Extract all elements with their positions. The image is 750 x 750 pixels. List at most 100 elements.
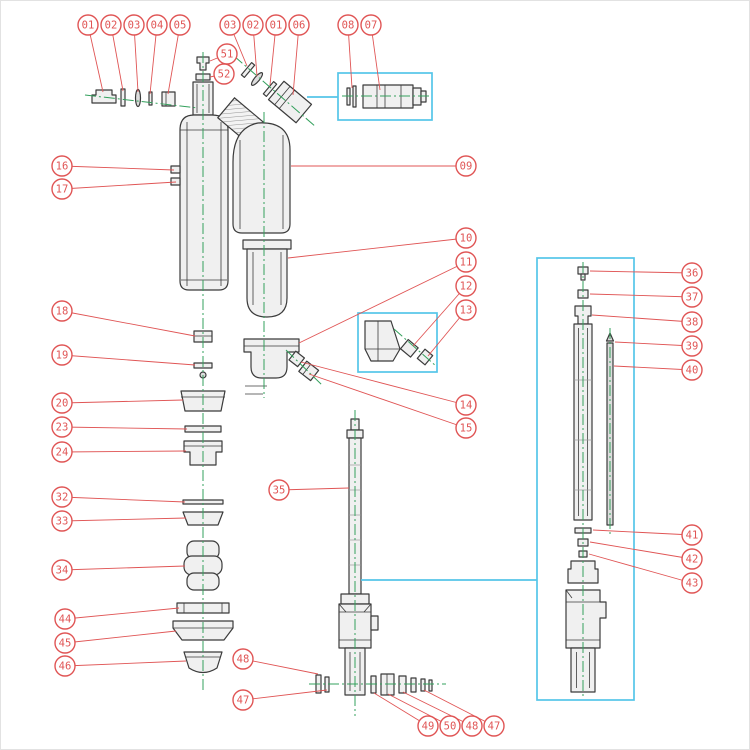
callout-circle-35 (268, 479, 290, 501)
leader-line-19 (61, 354, 196, 366)
callout-circle-48 (461, 715, 483, 737)
callout-label-11: 11 (460, 257, 473, 269)
leader-line-46 (64, 660, 187, 667)
callout-label-03: 03 (224, 20, 237, 32)
bushing-part (161, 91, 176, 107)
callout-label-48: 48 (237, 654, 250, 666)
callout-circle-43 (681, 572, 703, 594)
callout-circle-13 (455, 299, 477, 321)
bladder-cup (242, 239, 292, 318)
leader-line-01 (87, 24, 104, 93)
callout-circle-48 (232, 648, 254, 670)
oring-part (134, 88, 142, 108)
callout-45: 45 (54, 630, 177, 654)
callout-label-08: 08 (342, 20, 355, 32)
callout-20: 20 (51, 392, 184, 414)
callout-circle-05 (169, 14, 191, 36)
callout-label-16: 16 (56, 161, 69, 173)
leader-line-18 (61, 310, 196, 337)
callout-47: 47 (232, 689, 328, 711)
banded-cylinder (267, 80, 313, 124)
leader-line-03 (133, 24, 139, 93)
leader-line-24 (61, 450, 187, 453)
washer-part (262, 80, 278, 98)
oring-part (250, 72, 264, 86)
callout-circle-07 (360, 14, 382, 36)
callout-08: 08 (337, 14, 359, 89)
cap-part (91, 89, 117, 104)
callout-51: 51 (209, 43, 238, 65)
callout-circle-06 (288, 14, 310, 36)
callout-circle-11 (455, 251, 477, 273)
fitting-parts-row (91, 88, 176, 108)
callout-circle-41 (681, 524, 703, 546)
callout-label-17: 17 (56, 184, 69, 196)
callout-label-41: 41 (686, 530, 699, 542)
callout-38: 38 (591, 311, 703, 333)
leader-line-15 (308, 373, 467, 429)
callout-label-36: 36 (686, 268, 699, 280)
callout-42: 42 (589, 541, 703, 570)
callout-34: 34 (51, 559, 186, 581)
callout-32: 32 (51, 486, 186, 508)
leader-line-47 (423, 689, 495, 727)
callout-circle-17 (51, 178, 73, 200)
callout-label-05: 05 (174, 20, 187, 32)
leader-line-48 (242, 658, 319, 675)
callout-circle-03 (123, 14, 145, 36)
washer-47b (410, 677, 417, 693)
callout-circle-02 (242, 14, 264, 36)
bracket-part (364, 320, 401, 362)
callout-circle-16 (51, 155, 73, 177)
callout-label-04: 04 (151, 20, 164, 32)
callout-label-38: 38 (686, 317, 699, 329)
leader-line-06 (292, 24, 300, 96)
leader-line-17 (61, 181, 177, 190)
reservoir-pin-lower (170, 177, 181, 186)
callout-label-39: 39 (686, 341, 699, 353)
callout-01: 01 (77, 14, 104, 93)
leader-line-12 (412, 285, 467, 347)
callout-circle-45 (54, 632, 76, 654)
callout-07: 07 (360, 14, 382, 91)
callout-label-12: 12 (460, 281, 473, 293)
callout-circle-01 (77, 14, 99, 36)
callout-label-15: 15 (460, 423, 473, 435)
callout-17: 17 (51, 178, 177, 200)
callout-circle-15 (455, 417, 477, 439)
leader-line-07 (370, 24, 381, 91)
callout-circle-47 (483, 715, 505, 737)
leader-line-02 (110, 24, 124, 92)
leader-line-34 (61, 565, 186, 571)
callout-04: 04 (146, 14, 168, 95)
callout-label-47: 47 (488, 721, 501, 733)
leader-line-10 (287, 237, 467, 259)
leader-line-43 (588, 553, 693, 584)
callout-label-50: 50 (444, 721, 457, 733)
callout-16: 16 (51, 155, 175, 177)
callout-10: 10 (287, 227, 477, 259)
shaft-clevis (338, 603, 379, 649)
washer-08b (352, 85, 357, 108)
callout-label-45: 45 (59, 638, 72, 650)
callout-label-18: 18 (56, 306, 69, 318)
washer-part (120, 88, 126, 107)
callout-circle-39 (681, 335, 703, 357)
leader-line-36 (589, 270, 693, 274)
pin-part (288, 350, 306, 368)
callout-circle-23 (51, 416, 73, 438)
callout-label-02: 02 (247, 20, 260, 32)
callout-47: 47 (423, 689, 505, 737)
callout-label-20: 20 (56, 398, 69, 410)
callout-circle-02 (100, 14, 122, 36)
callout-label-47: 47 (237, 695, 250, 707)
callout-circle-37 (681, 286, 703, 308)
callout-12: 12 (412, 275, 477, 347)
leader-line-33 (61, 517, 187, 522)
callout-33: 33 (51, 510, 187, 532)
callout-39: 39 (614, 335, 703, 357)
callout-43: 43 (588, 553, 703, 594)
callout-02: 02 (100, 14, 124, 92)
